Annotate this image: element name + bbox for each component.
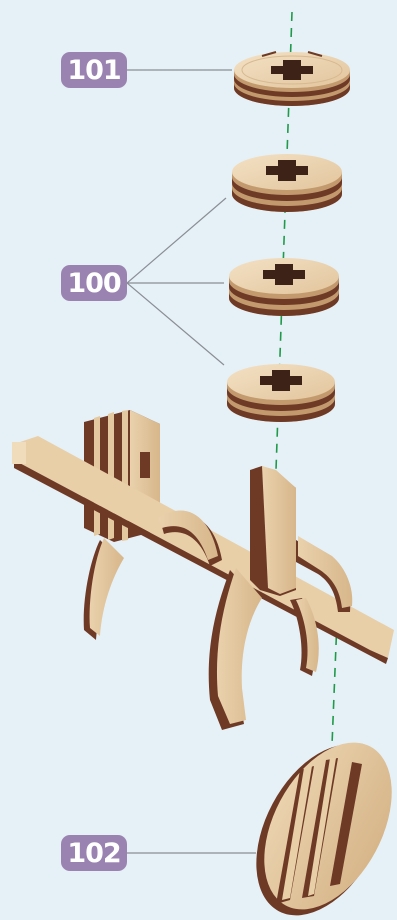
leader-line-100-c bbox=[127, 283, 224, 365]
washer-101 bbox=[234, 52, 350, 106]
slotted-disc-102 bbox=[229, 721, 397, 920]
washer-100-middle bbox=[229, 258, 339, 316]
part-label-102: 102 bbox=[61, 835, 127, 871]
leader-line-100-a bbox=[127, 198, 226, 283]
washer-100-bottom bbox=[227, 364, 335, 422]
washer-100-top bbox=[232, 154, 342, 212]
part-label-101: 101 bbox=[61, 52, 127, 88]
part-label-100: 100 bbox=[61, 265, 127, 301]
shifter-fork-assembly bbox=[12, 410, 394, 730]
